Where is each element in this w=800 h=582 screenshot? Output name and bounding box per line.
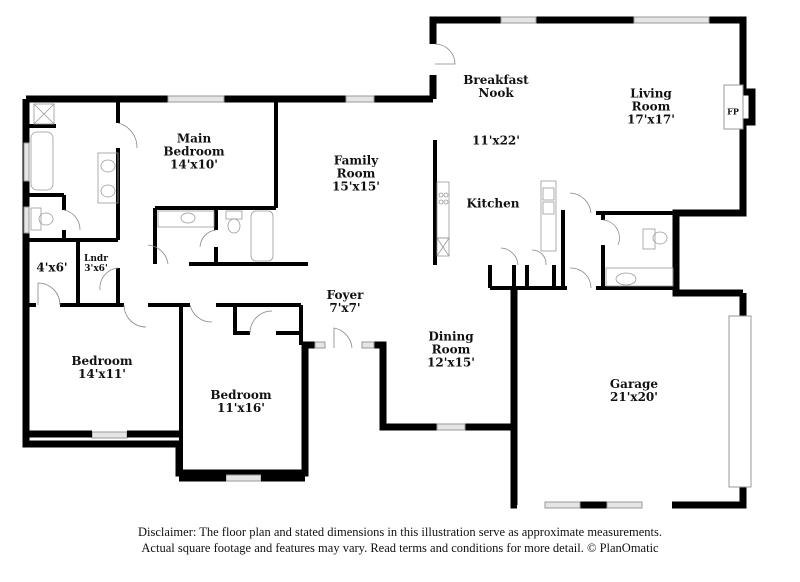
room-name: Breakfast [463,73,529,87]
door-swings [37,43,620,349]
room-label-kitchen: Kitchen [466,196,520,211]
room-name: Bedroom [71,354,133,368]
room-label-foyer: Foyer 7'x7' [327,289,364,315]
room-dimensions: 7'x7' [329,301,361,315]
room-name: Dining [428,329,474,344]
floor-plan [22,16,756,509]
disclaimer-line-2: Actual square footage and features may v… [141,541,659,555]
fixtures [30,103,674,287]
room-dimensions: 3'x6' [84,264,108,274]
room-label-family-room: Family Room 15'x15' [332,153,380,194]
room-dimensions: 17'x17' [627,112,675,127]
room-dimensions: 14'x10' [170,157,218,172]
room-name: Garage [609,377,659,391]
room-name: Bedroom [163,144,225,159]
room-dimensions-nook-kitchen: 11'x22' [472,133,520,148]
room-name: Family [333,153,379,168]
windows [23,16,752,509]
room-name: Room [431,342,471,357]
room-label-dining-room: Dining Room 12'x15' [427,329,475,370]
room-label-living-room: Living Room 17'x17' [627,86,675,127]
room-label-laundry: Lndr 3'x6' [84,254,108,274]
room-label-closet: 4'x6' [36,260,68,275]
room-dimensions: 15'x15' [332,179,380,194]
room-label-garage: Garage 21'x20' [610,378,658,404]
room-name: Room [336,166,376,181]
disclaimer: Disclaimer: The floor plan and stated di… [0,524,800,556]
room-name: Main [176,131,212,146]
room-dimensions: 11'x16' [217,401,265,415]
fireplace-label: FP [727,106,739,117]
room-dimensions: 14'x11' [78,367,126,381]
disclaimer-line-1: Disclaimer: The floor plan and stated di… [138,525,662,539]
room-name: Bedroom [210,388,272,402]
room-name: Living [630,86,672,101]
room-label-bedroom-3: Bedroom 11'x16' [210,389,271,415]
room-name: Nook [478,86,514,100]
room-name: Lndr [84,254,108,264]
room-dimensions: 21'x20' [610,390,658,404]
room-label-main-bedroom: Main Bedroom 14'x10' [163,131,225,172]
room-name: Room [631,99,671,114]
room-label-bedroom-2: Bedroom 14'x11' [71,355,132,381]
room-label-breakfast-nook: Breakfast Nook [463,74,528,100]
room-dimensions: 12'x15' [427,355,475,370]
room-name: Foyer [326,288,364,302]
